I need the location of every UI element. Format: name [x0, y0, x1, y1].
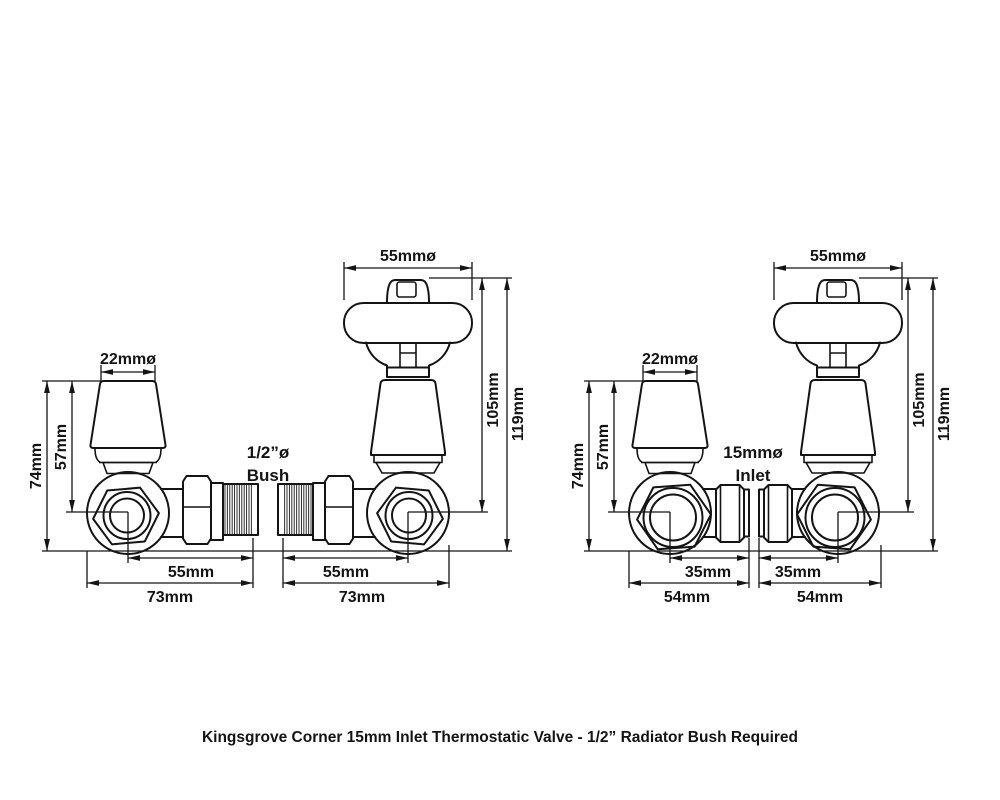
dim-overall-height: 74mm [570, 443, 587, 489]
inlet-label-line2: Inlet [736, 466, 771, 485]
dim-overall-height: 119mm [936, 387, 953, 441]
valve-front-view-bush [277, 279, 473, 555]
valve-side-view-inlet [628, 380, 750, 555]
dim-overall-width: 73mm [147, 589, 193, 606]
dim-height-to-center: 57mm [53, 424, 70, 470]
dim-height-to-center: 105mm [911, 372, 928, 427]
dim-center-to-end: 55mm [323, 564, 369, 581]
dim-overall-height: 74mm [28, 443, 45, 489]
valve-side-view-bush [86, 380, 259, 555]
dim-center-to-end: 55mm [168, 564, 214, 581]
product-caption: Kingsgrove Corner 15mm Inlet Thermostati… [202, 729, 798, 746]
dim-overall-width: 73mm [339, 589, 385, 606]
valve-cap [89, 380, 167, 475]
valve-body [628, 471, 715, 555]
dim-cap-diameter: 22mmø [100, 351, 156, 368]
inlet-label-line1: 15mmø [723, 443, 783, 462]
dim-center-to-end: 35mm [685, 564, 731, 581]
bush-label-line1: 1/2”ø [247, 443, 290, 462]
dim-head-diameter: 55mmø [380, 248, 436, 265]
thermostatic-head [773, 279, 903, 474]
threaded-bush-tail [277, 475, 376, 545]
valve-body [793, 471, 880, 555]
dim-height-to-center: 57mm [595, 424, 612, 470]
bush-label-line2: Bush [247, 466, 290, 485]
dim-center-to-end: 35mm [775, 564, 821, 581]
threaded-bush-tail [160, 475, 259, 545]
valve-front-view-inlet [758, 279, 903, 555]
dimensions-right-pair: 22mmø 74mm 57mm 35mm 54mm 55mmø 105mm 11… [570, 248, 953, 606]
valve-pair-inlet-version: 22mmø 74mm 57mm 35mm 54mm 55mmø 105mm 11… [570, 248, 953, 606]
valve-cap [631, 380, 709, 475]
valve-pair-bush-version: 22mmø 74mm 57mm 55mm 73mm 55mmø 105mm 11… [28, 248, 527, 606]
dim-overall-height: 119mm [510, 387, 527, 441]
dimensions-left-pair: 22mmø 74mm 57mm 55mm 73mm 55mmø 105mm 11… [28, 248, 527, 606]
dim-overall-width: 54mm [797, 589, 843, 606]
dim-height-to-center: 105mm [485, 372, 502, 427]
dim-head-diameter: 55mmø [810, 248, 866, 265]
dim-cap-diameter: 22mmø [642, 351, 698, 368]
thermostatic-head [343, 279, 473, 474]
dim-overall-width: 54mm [664, 589, 710, 606]
